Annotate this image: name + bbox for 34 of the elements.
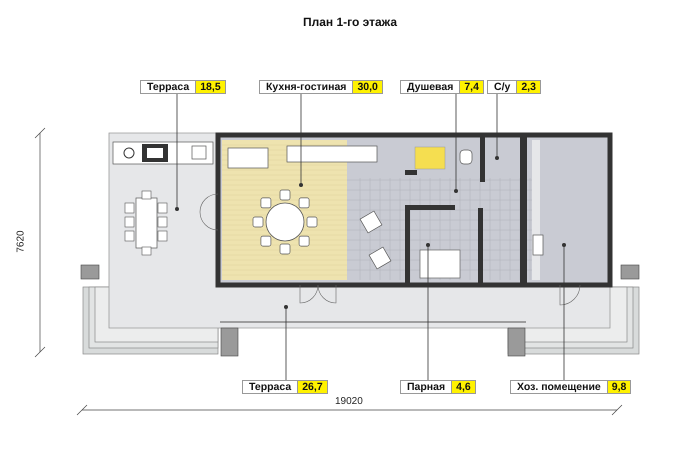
room-name: Душевая (406, 81, 454, 93)
leader-dot (562, 243, 566, 247)
leader-dot (284, 305, 288, 309)
diagram-title: План 1-го этажа (302, 15, 398, 29)
room-label (242, 380, 328, 394)
room-area: 26,7 (297, 381, 327, 393)
room-area: 18,5 (195, 81, 225, 93)
room-area: 30,0 (352, 81, 382, 93)
room-label (140, 80, 226, 94)
room-label (400, 380, 476, 394)
leader-dot (454, 189, 458, 193)
room-name: Терраса (146, 81, 190, 93)
leader-dot (299, 183, 303, 187)
room-name: Терраса (248, 381, 292, 393)
leader-dot (426, 243, 430, 247)
leader-line (300, 94, 302, 184)
leader-dot (175, 207, 179, 211)
room-name: Хоз. помещение (516, 381, 602, 393)
room-name: С/у (493, 81, 512, 93)
room-label (487, 80, 541, 94)
dimension-label: 19020 (335, 396, 363, 407)
leader-line (176, 94, 178, 208)
dimension-label: 7620 (16, 230, 27, 253)
leader-line (496, 94, 498, 156)
room-name: Кухня-гостиная (265, 81, 348, 93)
room-area: 7,4 (459, 81, 483, 93)
room-area: 4,6 (451, 381, 475, 393)
room-area: 9,8 (606, 381, 630, 393)
room-label (510, 380, 632, 394)
room-label (400, 80, 484, 94)
room-label (259, 80, 383, 94)
leader-dot (495, 156, 499, 160)
room-area: 2,3 (516, 81, 540, 93)
room-name: Парная (406, 381, 446, 393)
